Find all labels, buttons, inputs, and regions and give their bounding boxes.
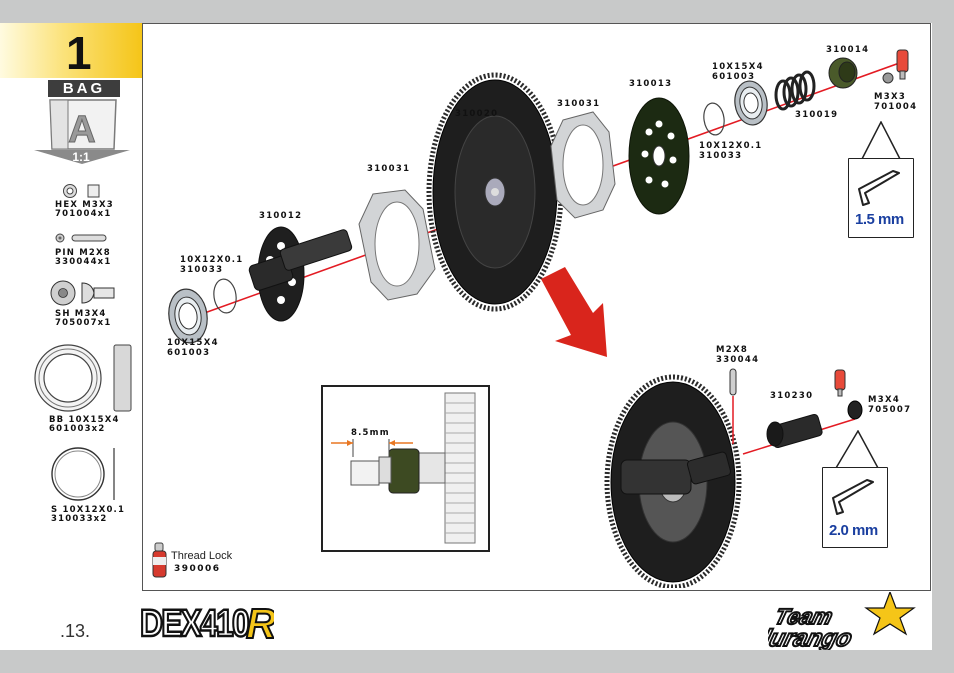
hex-key-icon (858, 170, 900, 206)
tool-box-1-5mm: 1.5 mm (848, 158, 914, 238)
threadlock-bottle-top (896, 49, 909, 80)
tool-pointer-2-0 (835, 430, 879, 469)
dex410r-logo: DEX410 R (140, 600, 274, 644)
hub-left (248, 226, 353, 322)
team-durango-logo: Team durango (768, 592, 916, 650)
plate-left (358, 189, 436, 301)
callout-slipper-pad: 310013 (629, 79, 673, 89)
hex-key-icon-large (832, 479, 874, 515)
svg-text:DEX410: DEX410 (140, 603, 249, 644)
bearing-right (734, 80, 768, 126)
threadlock-bottle (152, 542, 167, 578)
bag-letter: A (68, 109, 95, 151)
shim-icon (51, 447, 115, 501)
threadlock-label: Thread Lock (171, 550, 233, 562)
shim-left (213, 278, 237, 314)
callout-spring: 310019 (795, 110, 839, 120)
threadlock-code: 390006 (174, 564, 221, 574)
spring (774, 70, 816, 111)
adjust-nut (828, 57, 858, 89)
bag-icon: A (34, 99, 130, 164)
tool-size-2-0: 2.0 mm (829, 522, 878, 539)
set-screw (882, 72, 894, 84)
step-number: 1 (66, 27, 92, 79)
tool-size-1-5: 1.5 mm (855, 211, 904, 228)
scale-label: 1:1 (72, 150, 90, 164)
svg-text:R: R (246, 600, 274, 644)
svg-text:durango: durango (768, 625, 855, 650)
callout-plate-right: 310031 (557, 99, 601, 109)
step-tab (0, 23, 142, 78)
tool-box-2-0mm: 2.0 mm (822, 467, 888, 548)
direction-arrow (541, 267, 607, 357)
bag-label: BAG (48, 80, 120, 97)
callout-plate-left: 310031 (367, 164, 411, 174)
callout-hub-left: 310012 (259, 211, 303, 221)
sub-assembly-gear (604, 374, 742, 588)
callout-adjust-nut: 310014 (826, 45, 870, 55)
callout-outdrive: 310230 (770, 391, 814, 401)
bearing-icon (34, 344, 132, 412)
svg-text:Team: Team (772, 604, 835, 629)
page-number: .13. (60, 621, 91, 641)
callout-spur-gear: 310020 (455, 109, 499, 119)
pin-m2x8 (729, 368, 737, 396)
detail-inset (321, 385, 490, 552)
threadlock-bottle-sub (834, 369, 846, 397)
shim-right (703, 102, 725, 136)
screw-m3x4 (847, 400, 863, 420)
hex-screw-icon (63, 184, 100, 198)
exploded-assembly-diagram (152, 49, 909, 588)
bearing-left (168, 288, 208, 344)
plate-right (550, 111, 616, 219)
socket-screw-icon (50, 280, 115, 306)
detail-illustration (331, 392, 476, 544)
slipper-pad (628, 97, 690, 215)
outdrive (766, 413, 823, 449)
tool-pointer-1-5 (861, 121, 901, 160)
pin-icon (55, 233, 107, 243)
detail-measurement: 8.5mm (351, 428, 390, 438)
